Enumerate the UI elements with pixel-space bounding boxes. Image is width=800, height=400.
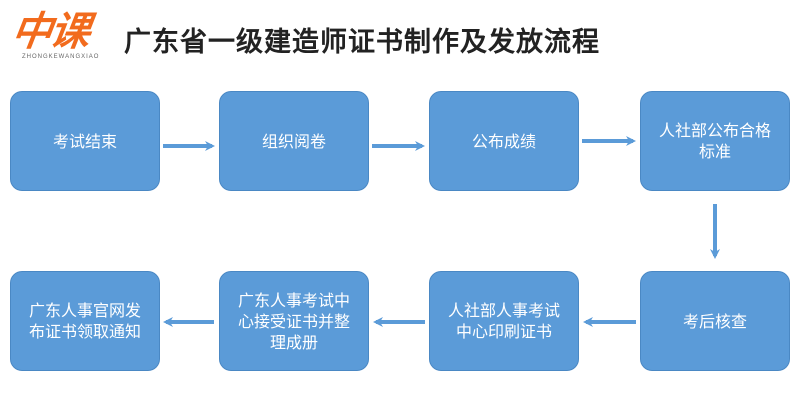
step-3-label: 公布成绩 [471, 131, 536, 151]
logo-subtext: ZHONGKEWANGXIAO [22, 54, 100, 60]
step-2-box: 组织阅卷 [219, 91, 369, 191]
step-8-box: 广东人事官网发布证书领取通知 [10, 271, 160, 371]
step-1-box: 考试结束 [10, 91, 160, 191]
step-6-label: 人社部人事考试中心印刷证书 [447, 301, 560, 341]
page-title: 广东省一级建造师证书制作及发放流程 [124, 27, 600, 58]
step-1-label: 考试结束 [52, 131, 117, 151]
step-5-box: 考后核查 [640, 271, 790, 371]
step-7-box: 广东人事考试中心接受证书并整理成册 [219, 271, 369, 371]
step-4-label: 人社部公布合格标准 [658, 121, 771, 161]
step-5-label: 考后核查 [682, 311, 747, 331]
step-3-box: 公布成绩 [429, 91, 579, 191]
step-2-label: 组织阅卷 [261, 131, 326, 151]
logo: 中课 ZHONGKEWANGXIAO [9, 9, 112, 70]
step-6-box: 人社部人事考试中心印刷证书 [429, 271, 579, 371]
step-4-box: 人社部公布合格标准 [640, 91, 790, 191]
step-7-label: 广东人事考试中心接受证书并整理成册 [237, 290, 350, 352]
step-8-label: 广东人事官网发布证书领取通知 [28, 301, 141, 341]
